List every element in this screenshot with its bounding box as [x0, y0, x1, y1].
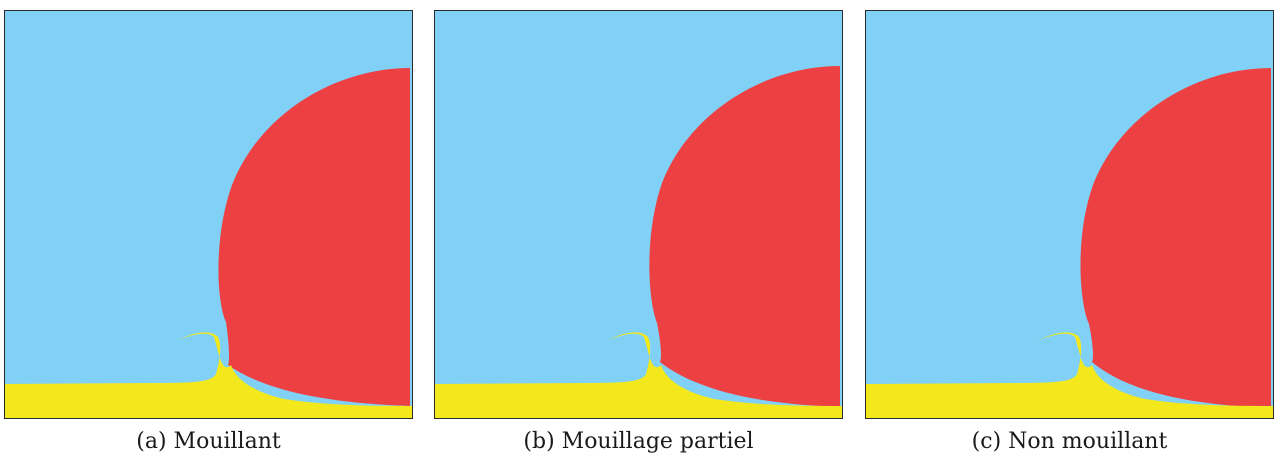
- drop-phase: [649, 66, 840, 407]
- simulation-panel-non-wetting: [865, 10, 1274, 419]
- simulation-image-partial-wetting: [434, 10, 843, 419]
- panel-frame: [4, 10, 413, 419]
- liquid-film: [865, 332, 1274, 419]
- simulation-image-wetting: [4, 10, 413, 419]
- simulation-panel-partial-wetting: [434, 10, 843, 419]
- liquid-film: [434, 332, 843, 419]
- caption-wetting: (a) Mouillant: [136, 429, 281, 454]
- simulation-image-non-wetting: [865, 10, 1274, 419]
- caption-partial-wetting: (b) Mouillage partiel: [523, 429, 754, 454]
- panel-frame: [434, 10, 843, 419]
- simulation-panel-wetting: [4, 10, 413, 419]
- caption-non-wetting: (c) Non mouillant: [971, 429, 1168, 454]
- liquid-film: [4, 332, 413, 419]
- drop-phase: [1080, 68, 1271, 408]
- drop-phase: [218, 68, 410, 406]
